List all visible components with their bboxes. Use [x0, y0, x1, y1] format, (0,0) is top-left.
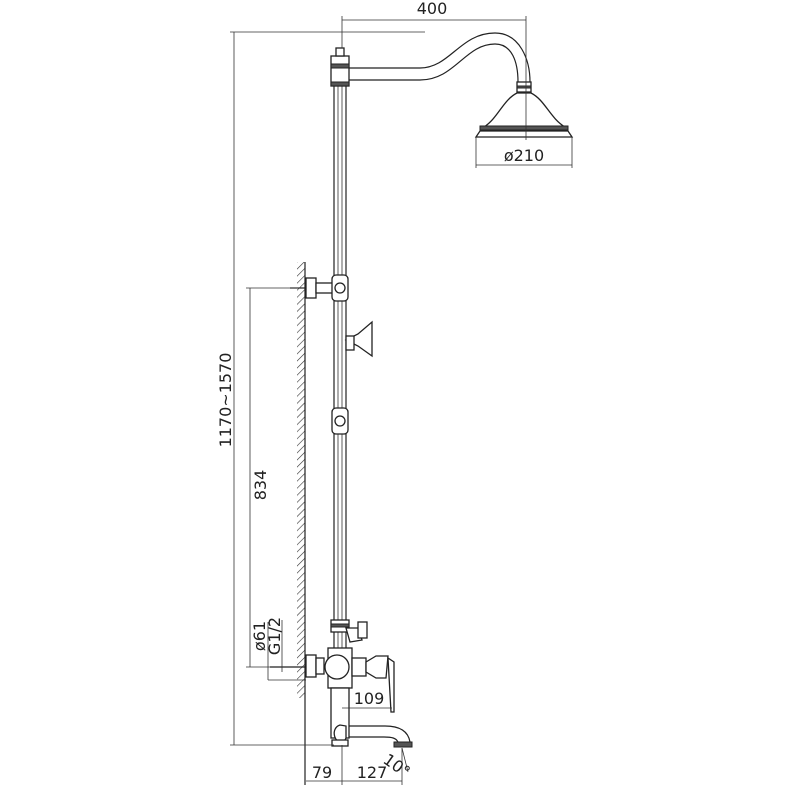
hand-shower-holder: [344, 320, 373, 358]
rail-slider: [331, 407, 349, 435]
upper-wall-bracket: [290, 274, 349, 302]
dim-valve-projection: 109: [354, 689, 385, 708]
dimension-lines: [230, 16, 573, 785]
dim-head-diameter: ø210: [504, 146, 544, 165]
wall-section: [297, 262, 306, 785]
dim-total-height: 1170~1570: [216, 353, 235, 448]
dim-arm-reach: 400: [417, 0, 448, 18]
shower-arm: [349, 32, 531, 83]
dim-flange-diameter: ø61: [250, 621, 269, 651]
bath-spout: [330, 687, 413, 748]
dim-spout-reach: 127: [357, 763, 388, 782]
dim-thread: G1/2: [265, 617, 284, 655]
dim-wall-offset: 79: [312, 763, 332, 782]
dim-rail-length: 834: [251, 470, 270, 501]
mixer-valve: [270, 619, 395, 713]
shower-head: [474, 81, 574, 138]
